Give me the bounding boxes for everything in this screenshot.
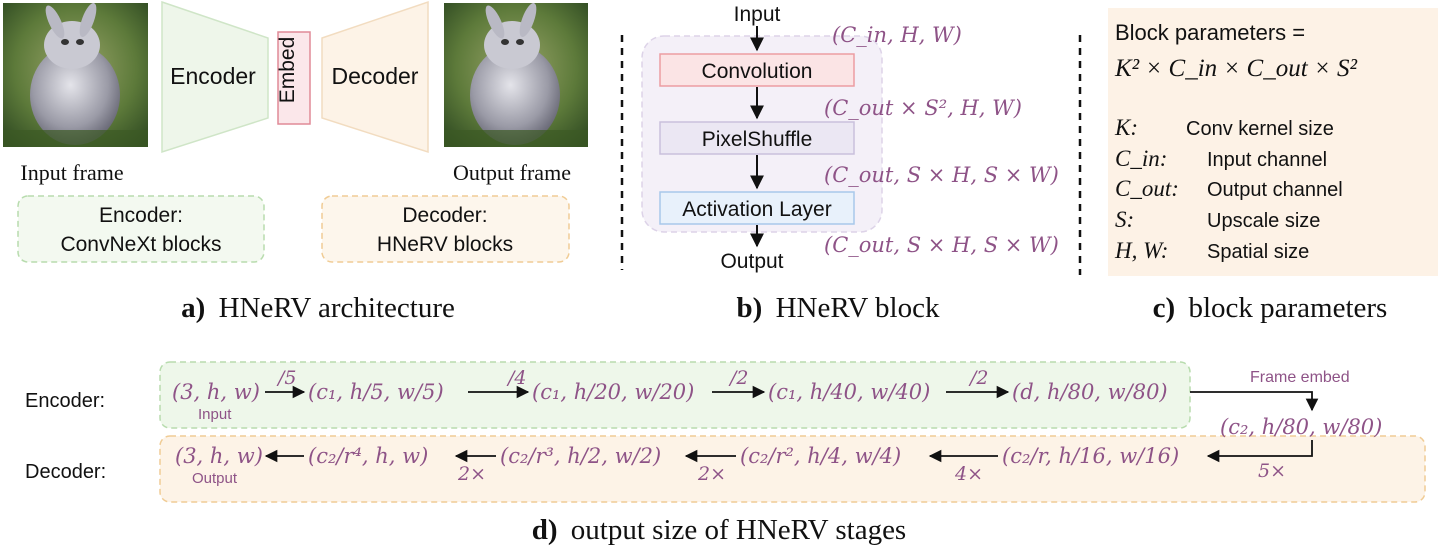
- embed-box: [277, 31, 311, 125]
- dec-stage-4: (c₂/r, h/16, w/16): [1002, 444, 1179, 468]
- embed-label: Embed: [276, 37, 299, 104]
- dec-stage-1: (c₂/r⁴, h, w): [308, 444, 428, 468]
- caption-a: a) HNeRV architecture: [181, 292, 455, 324]
- enc-op-0: /5: [276, 367, 297, 389]
- param-k-sym: K:: [1114, 115, 1138, 140]
- caption-c: c) block parameters: [1153, 292, 1388, 324]
- param-cin-sym: C_in:: [1115, 146, 1167, 171]
- encoder-note-box: [17, 195, 265, 263]
- enc-stage-0: (3, h, w): [172, 380, 260, 404]
- dim-after-conv: (C_out × S², H, W): [824, 96, 1022, 120]
- dec-stage-2: (c₂/r³, h/2, w/2): [500, 444, 661, 468]
- params-title: Block parameters =: [1115, 20, 1305, 45]
- embed-stage: (c₂, h/80, w/80): [1220, 415, 1382, 439]
- row-encoder-label: Encoder:: [25, 390, 105, 412]
- caption-b-text: HNeRV block: [776, 292, 940, 324]
- input-frame-image: [3, 2, 148, 147]
- output-frame-label: Output frame: [453, 160, 571, 185]
- encoder-label: Encoder: [170, 63, 256, 89]
- decoder-note-box: [321, 195, 570, 263]
- enc-stage-2: (c₁, h/20, w/20): [532, 380, 694, 404]
- enc-stage-1: (c₁, h/5, w/5): [308, 380, 444, 404]
- enc-stage-3: (c₁, h/40, w/40): [768, 380, 930, 404]
- convolution-label: Convolution: [702, 60, 813, 83]
- encoder-note-line1: Encoder:: [99, 204, 183, 227]
- dim-output: (C_out, S × H, S × W): [824, 233, 1059, 257]
- dec-stage-0: (3, h, w): [175, 444, 263, 468]
- params-formula: K² × C_in × C_out × S²: [1114, 55, 1358, 82]
- panel-a: Input frame Output frame Encoder Embed D…: [3, 0, 588, 324]
- input-frame-label: Input frame: [20, 160, 123, 185]
- caption-c-text: block parameters: [1188, 292, 1387, 324]
- dec-stage-3: (c₂/r², h/4, w/4): [740, 444, 901, 468]
- enc-op-1: /4: [506, 367, 527, 389]
- panel-d: Encoder: Decoder: (3, h, w) (c₁, h/5, w/…: [25, 361, 1426, 546]
- params-box: [1108, 8, 1438, 276]
- caption-d: d) output size of HNeRV stages: [532, 514, 906, 546]
- caption-b: b) HNeRV block: [737, 292, 940, 324]
- param-cout-desc: Output channel: [1207, 179, 1343, 201]
- caption-a-letter: a): [181, 292, 205, 324]
- dec-op-3: 5×: [1258, 460, 1286, 482]
- param-k-desc: Conv kernel size: [1186, 118, 1334, 140]
- param-s-sym: S:: [1115, 207, 1134, 232]
- dec-op-2: 4×: [954, 463, 983, 485]
- encoder-trapezoid: [161, 0, 269, 154]
- block-output-label: Output: [720, 250, 783, 273]
- param-cout-sym: C_out:: [1115, 176, 1179, 201]
- enc-stage-4: (d, h/80, w/80): [1012, 380, 1168, 404]
- encoder-note-line2: ConvNeXt blocks: [60, 233, 221, 256]
- panel-c: Block parameters = K² × C_in × C_out × S…: [1108, 8, 1438, 324]
- param-s-desc: Upscale size: [1207, 210, 1320, 232]
- input-note: Input: [198, 406, 232, 423]
- param-cin-desc: Input channel: [1207, 149, 1327, 171]
- caption-a-text: HNeRV architecture: [219, 292, 455, 324]
- dec-op-0: 2×: [457, 463, 486, 485]
- dec-op-1: 2×: [697, 463, 726, 485]
- block-input-label: Input: [734, 3, 781, 26]
- enc-op-2: /2: [728, 367, 749, 389]
- output-note: Output: [192, 470, 238, 487]
- decoder-note-line2: HNeRV blocks: [377, 233, 513, 256]
- decoder-label: Decoder: [332, 63, 419, 89]
- param-hw-sym: H, W:: [1114, 238, 1168, 263]
- decoder-note-line1: Decoder:: [402, 204, 487, 227]
- pixelshuffle-box: [659, 121, 855, 155]
- encoder-stage-band: [159, 361, 1191, 429]
- enc-op-3: /2: [968, 367, 989, 389]
- param-hw-desc: Spatial size: [1207, 241, 1309, 263]
- caption-d-letter: d): [532, 514, 558, 546]
- dim-input: (C_in, H, W): [832, 23, 962, 47]
- param-list: K: Conv kernel size C_in: Input channel …: [1114, 115, 1343, 263]
- row-decoder-label: Decoder:: [25, 461, 106, 483]
- pixelshuffle-label: PixelShuffle: [702, 128, 813, 151]
- caption-d-text: output size of HNeRV stages: [571, 514, 906, 546]
- frame-embed-label: Frame embed: [1250, 369, 1350, 386]
- caption-b-letter: b): [737, 292, 763, 324]
- convolution-box: [659, 53, 855, 87]
- caption-c-letter: c): [1153, 292, 1176, 324]
- decoder-stage-band: [159, 435, 1426, 503]
- dim-after-shuffle: (C_out, S × H, S × W): [824, 163, 1059, 187]
- panel-b: Input Convolution PixelShuffle Activatio…: [641, 3, 1059, 324]
- activation-label: Activation Layer: [682, 198, 831, 221]
- decoder-trapezoid: [321, 0, 429, 154]
- activation-box: [659, 191, 855, 225]
- output-frame-image: [444, 2, 588, 147]
